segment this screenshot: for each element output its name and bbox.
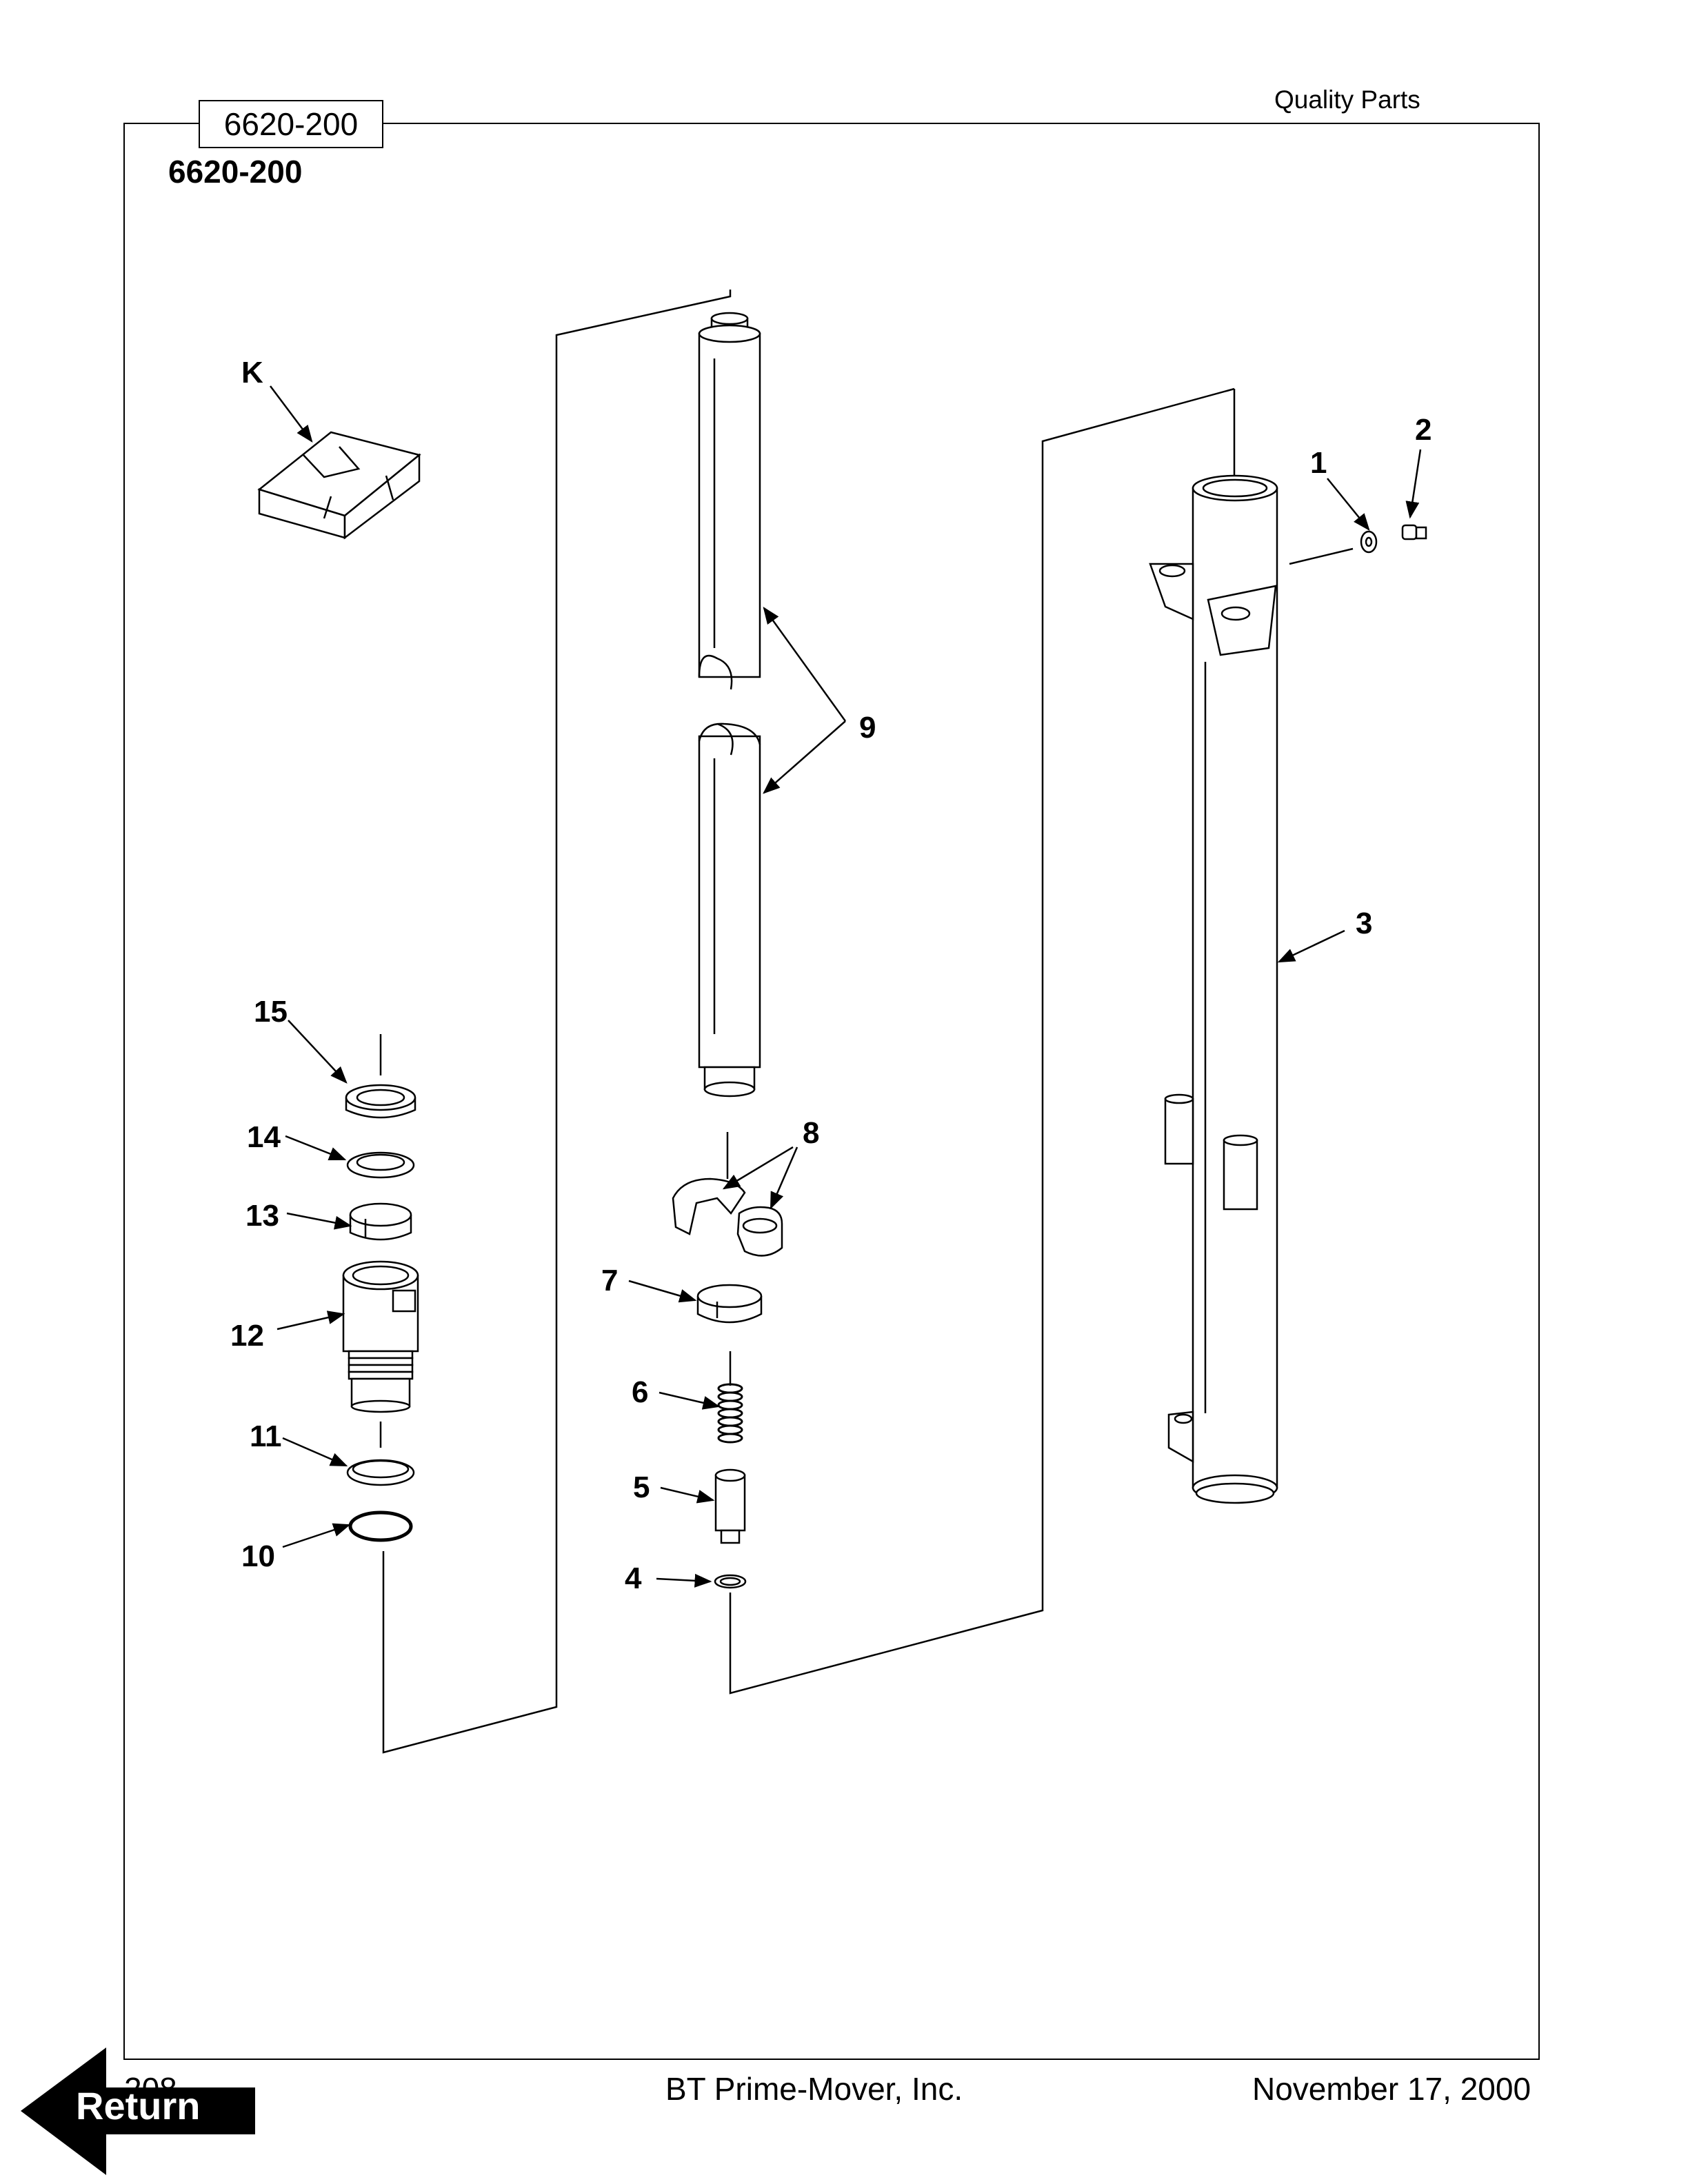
- page-title: 6620-200: [168, 154, 303, 190]
- callout-7: 7: [601, 1264, 618, 1297]
- callout-9: 9: [859, 711, 876, 745]
- footer-company: BT Prime-Mover, Inc.: [665, 2071, 963, 2107]
- section-tab-label: 6620-200: [223, 106, 359, 142]
- pin-part-5: [714, 1468, 746, 1544]
- o-ring-part-10: [348, 1510, 413, 1542]
- washer-part-1: [1360, 530, 1378, 554]
- callout-10: 10: [241, 1539, 275, 1573]
- spring-part-6: [717, 1383, 743, 1444]
- cylinder-barrel-part-3: [1149, 474, 1278, 1504]
- callout-15: 15: [254, 995, 288, 1029]
- gland-part-12: [342, 1260, 419, 1413]
- split-bushing-part-8: [672, 1177, 783, 1257]
- callout-12: 12: [230, 1319, 264, 1353]
- ring-part-7: [696, 1284, 763, 1324]
- header-quality-parts: Quality Parts: [1274, 85, 1420, 114]
- ring-part-13: [349, 1202, 412, 1241]
- callout-11: 11: [250, 1419, 282, 1453]
- assembly-lines: [379, 290, 1354, 1754]
- back-arrow-icon: [21, 2048, 255, 2175]
- page-frame: [123, 123, 1540, 2060]
- retaining-ring-part-4: [714, 1574, 747, 1589]
- callout-8: 8: [803, 1116, 819, 1150]
- callout-1: 1: [1310, 446, 1327, 480]
- callout-4: 4: [625, 1561, 642, 1595]
- plug-part-2: [1401, 524, 1427, 540]
- callout-6: 6: [632, 1375, 648, 1409]
- kit-box-icon: [257, 431, 421, 540]
- wiper-seal-part-15: [345, 1084, 416, 1119]
- backup-ring-part-11: [346, 1459, 415, 1486]
- callout-5: 5: [633, 1470, 650, 1504]
- footer-date: November 17, 2000: [1252, 2071, 1531, 2107]
- return-label: Return: [76, 2084, 201, 2127]
- callout-k: K: [241, 356, 263, 390]
- callout-14: 14: [247, 1120, 281, 1154]
- callout-2: 2: [1415, 413, 1431, 447]
- callout-arrows: [270, 385, 1422, 1588]
- section-tab: 6620-200: [199, 100, 383, 148]
- seal-part-14: [346, 1151, 415, 1179]
- return-button[interactable]: Return: [21, 2048, 255, 2175]
- callout-3: 3: [1356, 907, 1372, 940]
- callout-13: 13: [245, 1199, 279, 1233]
- piston-rod-part-9: [698, 312, 761, 1098]
